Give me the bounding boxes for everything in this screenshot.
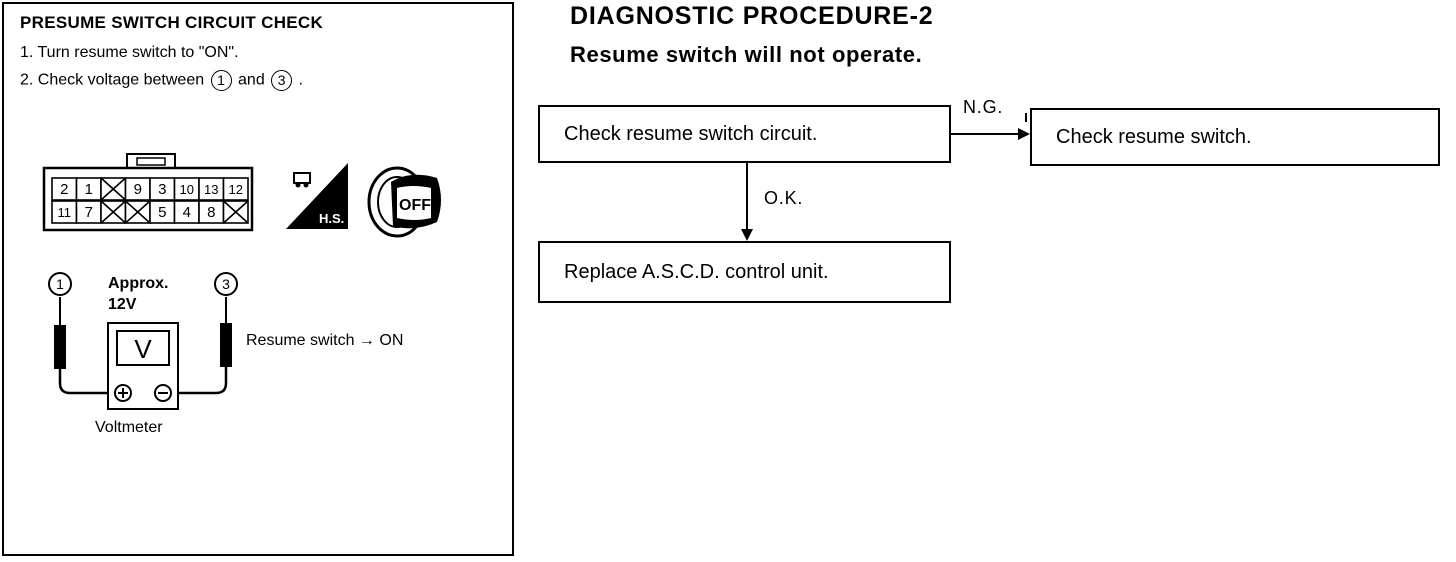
label-ng: N.G. xyxy=(963,97,1004,117)
voltmeter-display xyxy=(116,330,170,366)
connector-pin-number: 13 xyxy=(204,182,218,197)
meter-reading-label: Approx. xyxy=(108,275,168,292)
hs-icon: H.S. xyxy=(286,163,348,229)
box-check-switch: Check resume switch. xyxy=(1030,108,1440,166)
ng-arrow-head xyxy=(1018,128,1030,140)
meter-value-label: 12V xyxy=(108,296,137,313)
connector-pin-cell xyxy=(222,177,249,201)
connector-pin-number: 7 xyxy=(85,204,93,221)
voltmeter-symbol: V xyxy=(134,334,152,364)
step-2-period: . xyxy=(298,71,304,89)
label-ok: O.K. xyxy=(764,188,804,208)
probe-1-marker xyxy=(48,272,72,296)
hs-label: H.S. xyxy=(319,211,344,226)
probe-3-tip xyxy=(220,323,232,367)
box-replace-unit: Replace A.S.C.D. control unit. xyxy=(538,241,951,303)
step-2-and: and xyxy=(238,71,265,89)
unused-pin-cross xyxy=(124,200,151,224)
connector-pin-number: 4 xyxy=(183,204,191,221)
procedure-title: DIAGNOSTIC PROCEDURE-2 xyxy=(570,2,934,30)
unused-pin-cross xyxy=(100,177,127,201)
step-2: 2. Check voltage between 1 and 3 . xyxy=(20,70,303,91)
connector-pin-number: 11 xyxy=(58,205,72,220)
ok-arrow-head xyxy=(741,229,753,241)
connector-pin-number: 8 xyxy=(207,204,215,221)
connector-pin-number: 2 xyxy=(60,181,68,198)
probe-1-tip xyxy=(54,325,66,369)
circuit-check-panel xyxy=(2,2,514,556)
connector-pin-number: 10 xyxy=(180,182,194,197)
connector-pin-number: 3 xyxy=(158,181,166,198)
unused-pin-cross xyxy=(100,200,127,224)
connector-pin-number: 9 xyxy=(134,181,142,198)
step-1: 1. Turn resume switch to "ON". xyxy=(20,44,239,61)
connector-pin-number: 5 xyxy=(158,204,166,221)
terminal-1-marker: 1 xyxy=(210,70,232,91)
probe-3-label: 3 xyxy=(222,276,230,292)
voltmeter-diagram: 1 3 V Approx. 12V Voltmeter xyxy=(48,272,238,436)
switch-note: Resume switch → ON xyxy=(246,332,404,349)
ignition-label: OFF xyxy=(399,197,431,214)
ignition-key-icon: OFF xyxy=(367,166,441,238)
panel-title: PRESUME SWITCH CIRCUIT CHECK xyxy=(20,13,324,32)
step-2-prefix: 2. Check voltage between xyxy=(20,71,205,89)
probe-1-label: 1 xyxy=(56,276,64,292)
connector-pin-number: 1 xyxy=(85,181,93,198)
probe-3-marker xyxy=(214,272,238,296)
unused-pin-cross xyxy=(222,200,249,224)
terminal-3-marker: 3 xyxy=(271,70,293,91)
procedure-subtitle: Resume switch will not operate. xyxy=(570,42,923,67)
voltmeter-label: Voltmeter xyxy=(95,419,163,436)
box-check-circuit: Check resume switch circuit. xyxy=(538,105,951,163)
connector-pin-number: 12 xyxy=(229,182,243,197)
